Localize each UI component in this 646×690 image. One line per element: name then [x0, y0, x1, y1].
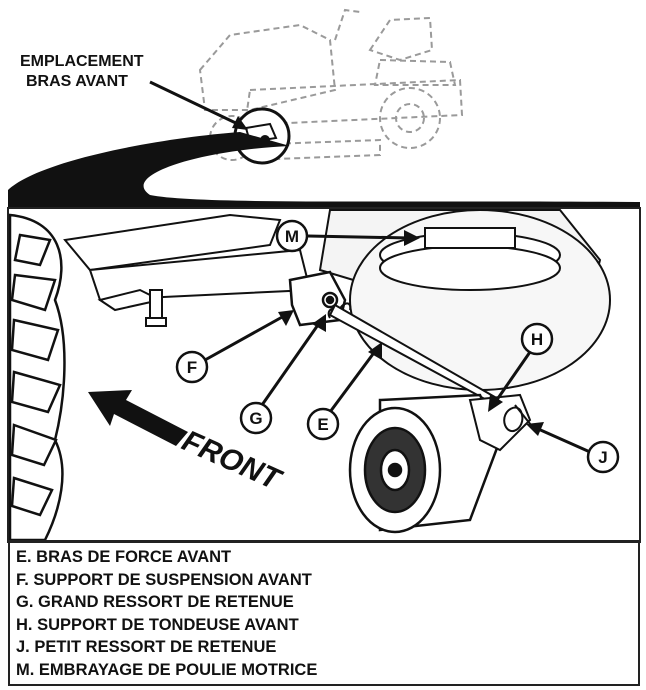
callout-j: J	[526, 422, 620, 474]
deck-roller	[348, 393, 502, 534]
callout-e: E	[306, 342, 382, 441]
tractor-outline	[198, 8, 464, 162]
zoom-wedge	[8, 132, 640, 210]
callout-g: G	[239, 314, 326, 435]
legend-item-e: E. BRAS DE FORCE AVANT	[16, 548, 232, 566]
legend-box: E. BRAS DE FORCE AVANT F. SUPPORT DE SUS…	[8, 540, 640, 686]
legend-item-g: G. GRAND RESSORT DE RETENUE	[16, 593, 294, 611]
callout-letter-m: M	[285, 227, 299, 246]
front-arrow-icon	[88, 390, 188, 446]
callout-letter-f: F	[187, 358, 197, 377]
location-label-line1: EMPLACEMENT	[20, 53, 144, 70]
callout-m: M	[275, 219, 420, 253]
front-tire	[8, 213, 66, 542]
legend-item-h: H. SUPPORT DE TONDEUSE AVANT	[16, 615, 299, 634]
callout-letter-g: G	[249, 409, 262, 428]
callout-f: F	[175, 310, 294, 384]
callout-letter-j: J	[598, 448, 607, 467]
location-leader-arrowhead	[232, 116, 248, 130]
location-leader-line	[149, 80, 243, 128]
callout-h: H	[488, 322, 554, 412]
callout-letter-h: H	[531, 330, 543, 349]
location-label-line2: BRAS AVANT	[26, 73, 128, 90]
mower-front-bracket	[468, 393, 532, 452]
legend-item-j: J. PETIT RESSORT DE RETENUE	[16, 638, 277, 656]
legend-item-m: M. EMBRAYAGE DE POULIE MOTRICE	[16, 660, 318, 679]
callout-letter-e: E	[317, 415, 328, 434]
legend-item-f: F. SUPPORT DE SUSPENSION AVANT	[16, 570, 312, 589]
